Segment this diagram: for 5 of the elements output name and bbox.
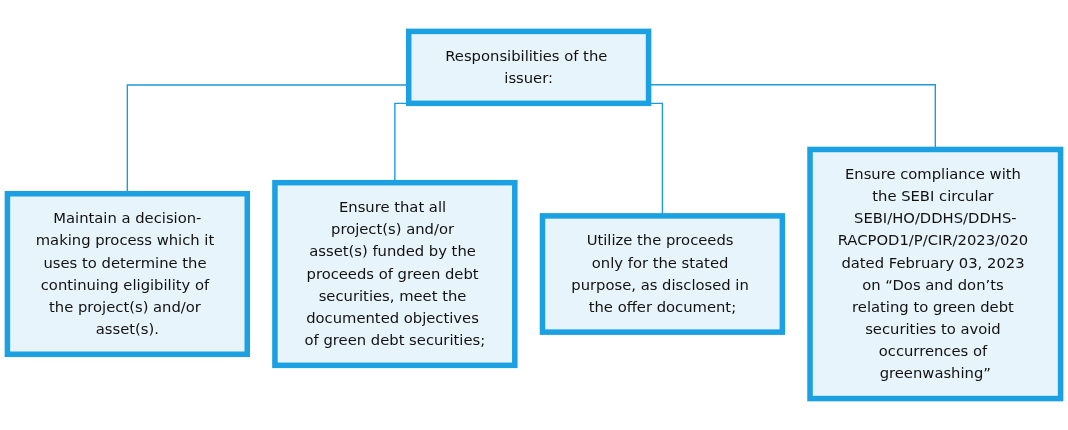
- node-box: Maintain a decision-making process which it uses to determine the continuing eligibility of the project(s) and/or asset(s).: [4, 191, 251, 358]
- node-box: Utilize the proceeds only for the stated purpose, as disclosed in the offer document;: [539, 213, 786, 335]
- node-box: Ensure that all project(s) and/or asset(s) funded by the proceeds of green debt securities, meet the documented objectives of green debt securities;: [272, 179, 518, 369]
- node-box: Responsibilities of the issuer:: [405, 28, 652, 107]
- node-box: Ensure compliance with the SEBI circular SEBI/HO/DDHS/DDHS-RACPOD1/P/CIR/2023/020 dated February 03, 2023 on “Dos and don’ts relating to green debt securities to avoid occurrences of greenwashing”: [807, 146, 1064, 402]
